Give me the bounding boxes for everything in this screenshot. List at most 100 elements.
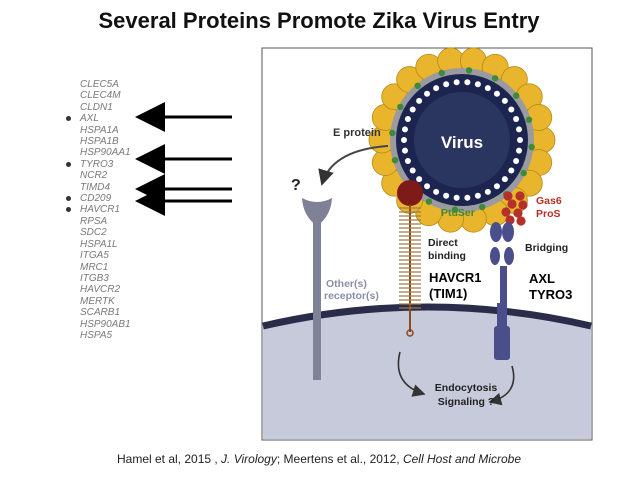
ptdser-bead — [525, 116, 533, 124]
spike — [525, 104, 553, 131]
spike — [481, 53, 509, 81]
spike — [500, 66, 528, 93]
gene-item: CLDN1 — [66, 102, 131, 113]
cytoplasm — [263, 307, 591, 439]
gas6-label: Gas6 — [536, 195, 562, 207]
bullet-marker — [66, 116, 71, 122]
ptdser-bead — [512, 92, 520, 99]
membrane-bead — [501, 97, 508, 104]
membrane-bead — [484, 188, 491, 195]
membrane-bead — [443, 192, 450, 199]
spike — [525, 149, 553, 176]
spike — [381, 169, 409, 197]
gene-item: HSPA5 — [66, 330, 131, 341]
spike — [381, 83, 409, 111]
gene-name: HSP90AA1 — [80, 147, 131, 159]
gene-item: MERTK — [66, 296, 131, 307]
membrane-bead — [416, 97, 423, 104]
gas6-bead — [505, 215, 515, 225]
ptdser-bead — [503, 190, 510, 198]
gas6-bead — [516, 216, 526, 226]
spike — [515, 83, 543, 111]
direct-binding-label-1: Direct — [428, 237, 458, 249]
axl-label: AXL — [529, 271, 555, 286]
spike — [437, 47, 465, 75]
membrane-bead — [513, 116, 520, 123]
membrane-bead — [513, 157, 520, 164]
ptdser-bead — [397, 103, 404, 111]
gene-item: HAVCR1 — [66, 204, 131, 215]
bullet-marker — [66, 196, 71, 202]
gene-name: CLEC4M — [80, 90, 121, 102]
gene-name: ITGA5 — [80, 250, 109, 262]
citation: Hamel et al, 2015 , J. Virology; Meerten… — [0, 452, 638, 466]
membrane-bead — [433, 85, 440, 92]
zika-virion: Virus — [368, 47, 556, 233]
virus-label: Virus — [441, 133, 483, 152]
ptdser-bead — [465, 67, 473, 74]
spike — [500, 187, 528, 214]
gene-item: CLEC5A — [66, 79, 131, 90]
ptdser-bead — [491, 75, 499, 82]
gene-item: SCARB1 — [66, 307, 131, 318]
virus-membrane — [396, 74, 528, 206]
gas6-bead — [507, 199, 517, 209]
tim1-receptor — [397, 180, 423, 337]
gene-name: HSPA1B — [80, 136, 119, 148]
gene-item: TIMD4 — [66, 182, 131, 193]
membrane-bead — [508, 167, 515, 174]
endocytosis-arrow-left — [397, 351, 426, 397]
gas6-bead — [503, 191, 513, 201]
havcr1-label-box — [424, 265, 500, 303]
membrane-bead — [464, 194, 471, 201]
membrane-bead — [409, 106, 416, 113]
spike — [459, 205, 487, 233]
membrane-bead — [517, 137, 523, 143]
membrane-bead — [453, 194, 460, 201]
membrane-bead — [424, 183, 431, 190]
spike — [396, 66, 424, 93]
gene-name: CD209 — [80, 193, 112, 205]
bridging-label: Bridging — [525, 242, 568, 254]
gene-item: CD209 — [66, 193, 131, 204]
virus-core — [414, 92, 510, 188]
spike — [515, 169, 543, 197]
membrane-bead — [484, 85, 491, 92]
endocytosis-arrow-right — [488, 365, 515, 406]
axl-ig-domain — [502, 222, 514, 242]
gas6-bead — [513, 208, 523, 218]
citation-part-2: ; Meertens et al., 2012, — [276, 452, 403, 466]
membrane-bead — [453, 79, 460, 86]
tim1-label: (TIM1) — [429, 286, 467, 301]
gene-name: HSPA1L — [80, 238, 118, 250]
axl-receptor — [490, 222, 514, 360]
spike — [459, 47, 487, 75]
membrane-bead — [474, 81, 481, 88]
e-protein-label: E protein — [333, 127, 381, 139]
gas6-bead — [501, 207, 511, 217]
axl-transmembrane — [497, 266, 507, 326]
membrane-bead — [474, 192, 481, 199]
membrane-bead — [404, 116, 411, 123]
membrane-bead — [401, 126, 408, 133]
gene-item: AXL — [66, 113, 131, 124]
gene-name: TIMD4 — [80, 181, 110, 193]
slide-title: Several Proteins Promote Zika Virus Entr… — [98, 8, 540, 33]
gene-item: NCR2 — [66, 170, 131, 181]
gene-name: SDC2 — [80, 227, 107, 239]
ptdser-bead — [478, 203, 486, 211]
axl-label-box — [522, 265, 584, 305]
gas6-pros-chain — [501, 191, 528, 226]
membrane-bead — [416, 176, 423, 183]
other-receptor-head — [302, 198, 332, 226]
havcr1-label: HAVCR1 — [429, 270, 482, 285]
membrane-bead — [433, 188, 440, 195]
axl-kinase-domain — [494, 326, 510, 360]
gene-name: CLDN1 — [80, 101, 113, 113]
virus-envelope — [390, 68, 534, 212]
spike — [396, 187, 424, 214]
ptdser-bead — [414, 82, 421, 90]
gene-name: MERTK — [80, 295, 115, 307]
membrane-bead — [401, 147, 408, 154]
